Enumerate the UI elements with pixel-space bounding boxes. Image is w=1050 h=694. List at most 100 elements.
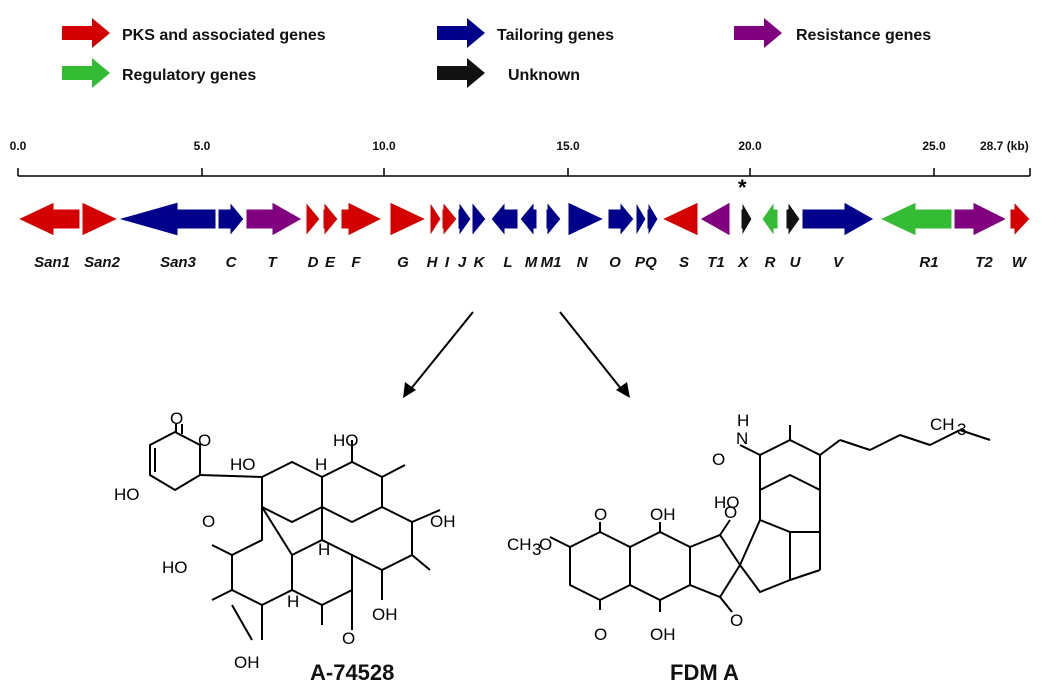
- gene-arrow-c: [217, 200, 245, 238]
- gene-arrow-u: [785, 200, 801, 238]
- fdma-atom-o-dione-top: O: [724, 503, 737, 522]
- legend: PKS and associated genes Tailoring genes…: [62, 18, 931, 88]
- gene-label-g: G: [397, 254, 409, 271]
- arrow-head-right: [616, 382, 630, 398]
- a74528-atom-oh-right: OH: [430, 512, 456, 531]
- a74528-atom-o-left: O: [202, 512, 215, 531]
- arrow-to-a74528: [409, 311, 474, 391]
- a74528-atom-ho-pyranone: HO: [114, 485, 140, 504]
- gene-label-j: J: [458, 254, 467, 271]
- legend-label-unknown: Unknown: [508, 67, 580, 84]
- arrow-head-left: [403, 382, 416, 398]
- fdma-atom-ch3o: CH: [507, 535, 532, 554]
- gene-arrow-d: [305, 200, 321, 238]
- a74528-atom-o-carbonyl: O: [170, 409, 183, 428]
- gene-label-m: M: [525, 254, 538, 271]
- legend-label-pks: PKS and associated genes: [122, 27, 326, 44]
- scale-tick-label: 0.0: [10, 139, 27, 153]
- pathway-arrows: [403, 311, 630, 398]
- compound-name-a74528: A-74528: [310, 660, 394, 685]
- gene-arrow-v: [801, 201, 876, 237]
- gene-label-r: R: [765, 254, 776, 271]
- legend-arrow-pks: [62, 18, 110, 48]
- legend-label-regulatory: Regulatory genes: [122, 67, 256, 84]
- gene-label-v: V: [833, 254, 845, 271]
- scale-tick-label: 5.0: [194, 139, 211, 153]
- fdma-atom-ch3: CH: [930, 415, 955, 434]
- gene-label-t: T: [267, 254, 278, 271]
- gene-arrow-r1: [878, 201, 953, 237]
- gene-label-c: C: [226, 254, 238, 271]
- gene-arrow-g: [389, 201, 428, 237]
- gene-label-s: S: [679, 254, 689, 271]
- fdma-atom-o-dione-bottom: O: [730, 611, 743, 630]
- scale-tick-label: 20.0: [738, 139, 762, 153]
- star-marker: *: [738, 175, 747, 200]
- scale-tick-label: 10.0: [372, 139, 396, 153]
- a74528-atom-o-bottom: O: [342, 629, 355, 648]
- fdma-atom-o-amide: O: [712, 450, 725, 469]
- gene-label-e: E: [325, 254, 336, 271]
- gene-arrow-k: [471, 200, 487, 238]
- gene-label-t2: T2: [975, 254, 993, 271]
- gene-arrow-x: [740, 200, 753, 238]
- fdma-atom-o-top: O: [594, 505, 607, 524]
- a74528-bonds: [149, 424, 441, 641]
- legend-item-pks: PKS and associated genes: [62, 18, 326, 48]
- legend-item-resistance: Resistance genes: [734, 18, 931, 48]
- legend-arrow-tailoring: [437, 18, 485, 48]
- legend-item-regulatory: Regulatory genes: [62, 58, 256, 88]
- gene-arrow-f: [340, 201, 384, 237]
- legend-item-unknown: Unknown: [437, 58, 580, 88]
- gene-arrow-w: [1009, 200, 1031, 238]
- gene-arrows: [16, 200, 1031, 238]
- a74528-atom-ho-left: HO: [162, 558, 188, 577]
- gene-label-k: K: [474, 254, 486, 271]
- structure-a74528: O O HO HO HO H H H O O HO OH OH OH A-745…: [114, 409, 456, 685]
- gene-arrow-j: [457, 200, 472, 238]
- gene-arrow-p: [635, 200, 647, 238]
- gene-label-p: P: [635, 254, 646, 271]
- gene-arrow-m: [519, 200, 538, 238]
- gene-label-d: D: [308, 254, 319, 271]
- gene-label-r1: R1: [919, 254, 938, 271]
- gene-arrow-san1: [16, 201, 81, 237]
- gene-label-f: F: [351, 254, 361, 271]
- a74528-atom-ho-top: HO: [333, 431, 359, 450]
- fdma-atom-ch3-sub: 3: [957, 420, 966, 439]
- a74528-atom-ho-core: HO: [230, 455, 256, 474]
- fdma-atom-oh-top: OH: [650, 505, 676, 524]
- arrow-to-fdma: [559, 311, 623, 391]
- gene-label-i: I: [445, 254, 450, 271]
- structure-fdma: N H O HO CH 3 CH 3 O O O OH OH O O FDM A: [507, 411, 991, 685]
- gene-arrow-san3: [116, 201, 217, 237]
- fdma-atom-ch3o-sub: 3: [532, 540, 541, 559]
- gene-arrow-t: [245, 201, 304, 237]
- legend-arrow-resistance: [734, 18, 782, 48]
- gene-label-o: O: [609, 254, 621, 271]
- gene-arrow-h: [429, 200, 442, 238]
- gene-label-t1: T1: [707, 254, 725, 271]
- gene-arrow-l: [490, 200, 519, 238]
- scale-end-label: 28.7 (kb): [980, 139, 1029, 153]
- gene-label-n: N: [577, 254, 589, 271]
- scale-tick-label: 25.0: [922, 139, 946, 153]
- gene-label-san1: San1: [34, 254, 70, 271]
- a74528-atom-h2: H: [318, 540, 330, 559]
- a74528-atom-o-ring: O: [198, 431, 211, 450]
- gene-arrow-m1: [545, 200, 562, 238]
- gene-label-q: Q: [645, 254, 657, 271]
- fdma-atom-h: H: [737, 411, 749, 430]
- gene-arrow-n: [567, 201, 606, 237]
- gene-arrow-t1: [698, 201, 731, 237]
- legend-arrow-unknown: [437, 58, 485, 88]
- gene-label-l: L: [503, 254, 512, 271]
- gene-arrow-s: [660, 201, 699, 237]
- fdma-atom-oh-bottom: OH: [650, 625, 676, 644]
- legend-item-tailoring: Tailoring genes: [437, 18, 614, 48]
- fdma-bonds: [549, 425, 991, 613]
- gene-label-u: U: [790, 254, 802, 271]
